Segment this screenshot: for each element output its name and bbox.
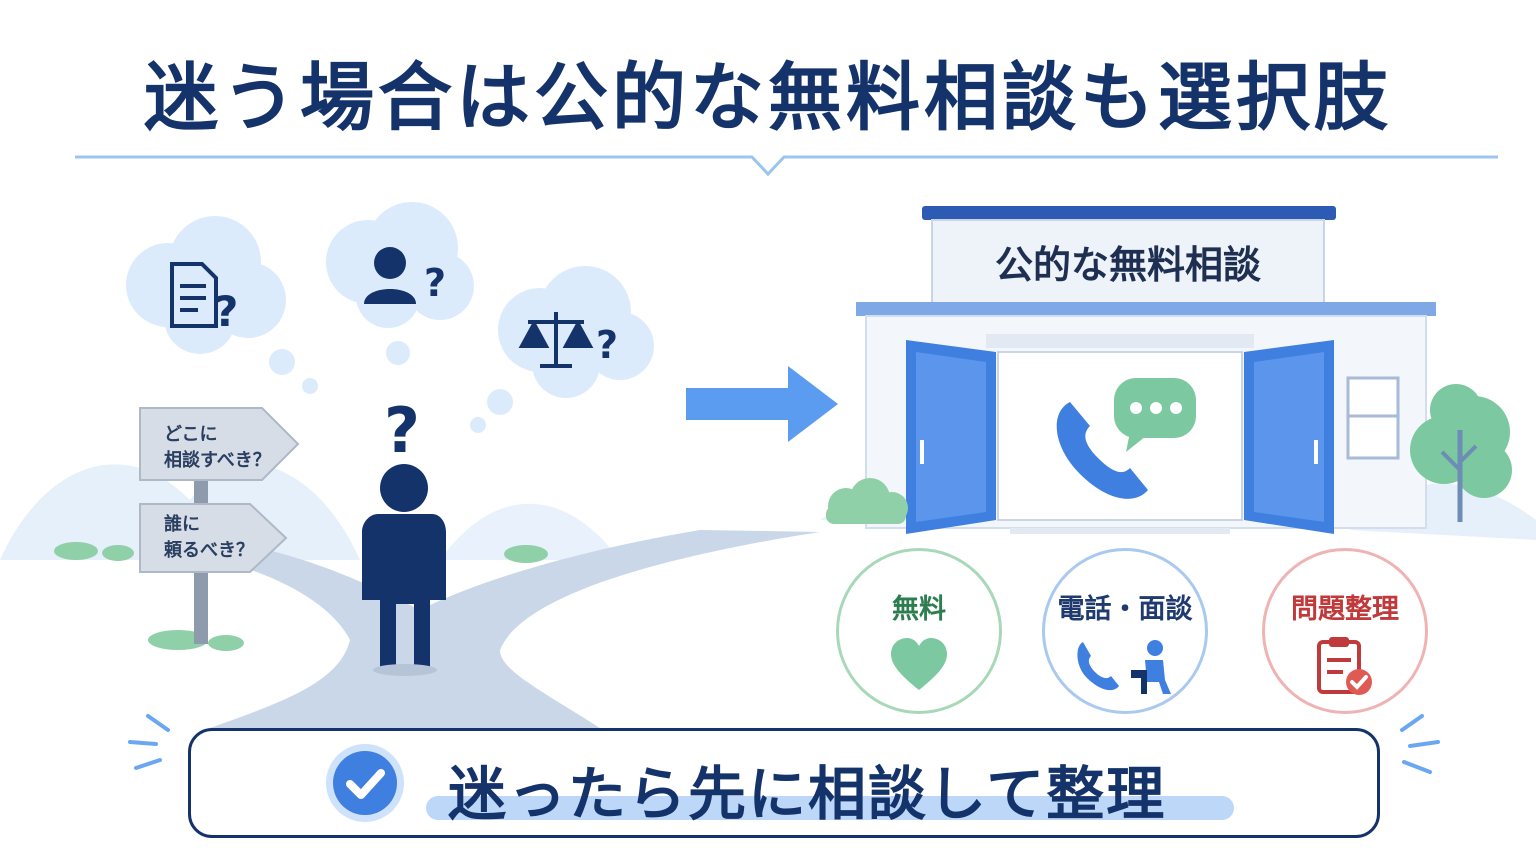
thinking-person: ? [362,394,446,676]
check-circle-icon [326,744,404,822]
tree [1410,384,1512,522]
direction-arrow-icon [686,366,838,442]
grass-tufts [54,542,548,651]
feature-problem-sorting: 問題整理 [1262,548,1428,714]
forked-road [150,530,820,728]
scales-question-icon: ? [518,312,618,368]
phone-meeting-icon [1077,640,1171,694]
chat-bubble-icon [1114,378,1196,452]
feature-phone-meeting-label: 電話・面談 [1057,594,1193,625]
feature-free: 無料 [836,548,1002,714]
clipboard-check-icon [1317,637,1372,695]
banner-highlight [426,796,1234,820]
svg-text:?: ? [424,261,446,305]
sign-where-line1: どこに [164,424,217,445]
feature-free-label: 無料 [892,594,946,625]
sign-who-line2: 頼るべき？ [164,540,254,561]
svg-text:?: ? [596,323,618,367]
banner-text: 迷ったら先に相談して整理 [448,760,1167,828]
sign-who-text: 誰に 頼るべき？ [164,513,254,561]
svg-text:?: ? [214,287,238,336]
sign-who-line1: 誰に [164,513,200,535]
person-question-icon: ? [364,247,446,305]
thought-cloud-scales [470,266,654,433]
person-question-mark: ? [384,394,420,467]
sparkle-lines-right [1400,714,1440,774]
document-question-icon: ? [170,262,238,336]
sign-where-line2: 相談すべき？ [164,449,271,471]
title-divider [75,155,1498,177]
bushes [826,478,908,524]
building-sign-label: 公的な無料相談 [995,243,1261,287]
thought-cloud-person [326,202,474,365]
sparkle-lines-left [128,714,170,770]
signpost [139,407,300,644]
feature-problem-sorting-label: 問題整理 [1291,594,1399,625]
feature-phone-meeting: 電話・面談 [1042,548,1208,714]
heart-icon [891,638,947,690]
page-title: 迷う場合は公的な無料相談も選択肢 [144,55,1392,141]
sign-where-text: どこに 相談すべき？ [164,424,271,471]
phone-icon [1056,402,1148,499]
